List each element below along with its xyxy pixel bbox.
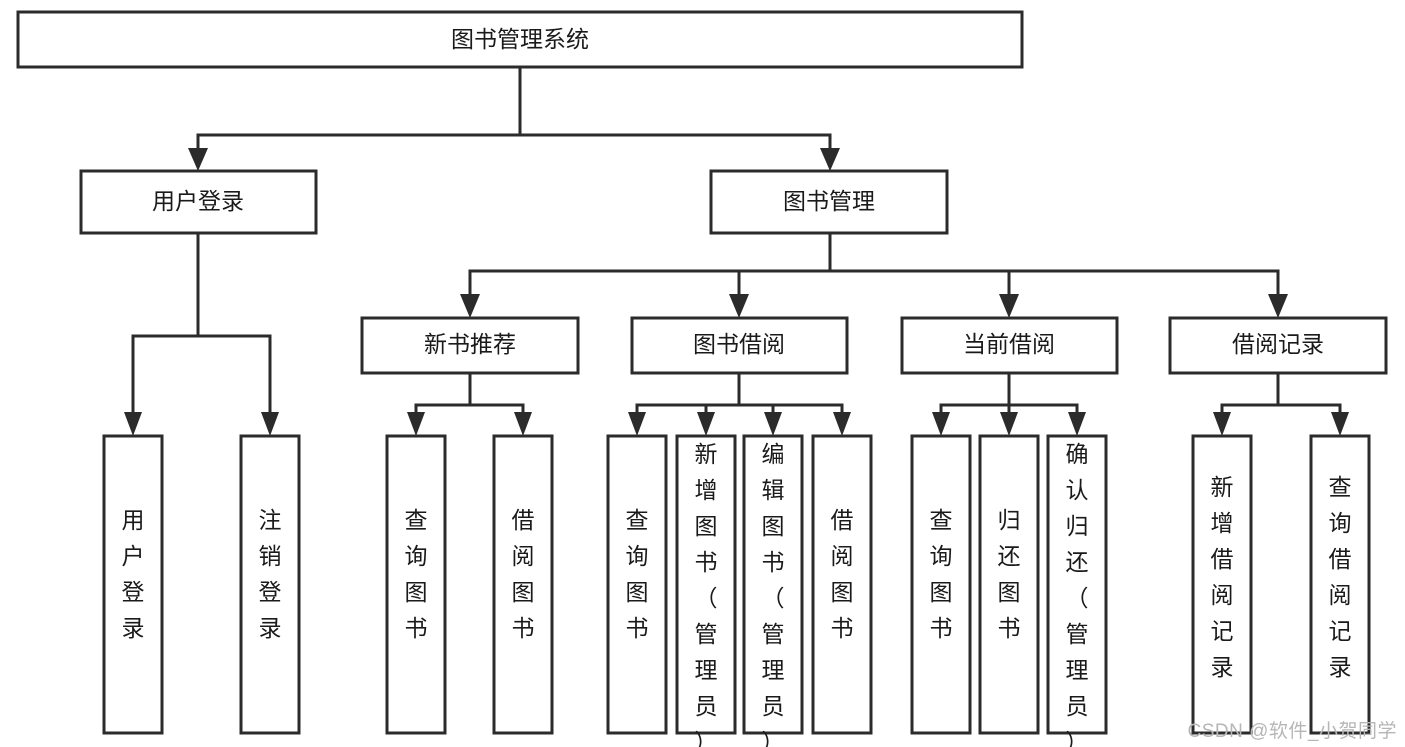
node-leaf-user-login-login[interactable]: 用户登录 <box>102 434 164 735</box>
node-book-borrow[interactable]: 图书借阅 <box>630 316 849 375</box>
node-leaf-box <box>910 434 972 735</box>
node-user-login[interactable]: 用户登录 <box>79 169 318 235</box>
node-leaf-borrow-add-book[interactable]: 新增图书（管理员） <box>675 434 737 747</box>
node-leaf-recommend-query-book[interactable]: 查询图书 <box>385 434 447 735</box>
arrow-head-icon <box>261 412 279 436</box>
node-leaf-label: 编辑图书（管理员） <box>762 441 785 747</box>
arrow-head-icon <box>1331 412 1349 436</box>
node-leaf-label: 注销登录 <box>259 507 282 641</box>
node-root-box <box>16 10 1024 69</box>
node-leaf-record-add-record[interactable]: 新增借阅记录 <box>1191 434 1253 735</box>
node-leaf-borrow-borrow-book[interactable]: 借阅图书 <box>811 434 873 735</box>
node-new-book-recommend-label: 新书推荐 <box>424 331 516 357</box>
node-leaf-box <box>742 434 804 735</box>
node-leaf-label: 借阅图书 <box>512 507 535 641</box>
node-leaf-box <box>492 434 554 735</box>
node-borrow-record-label: 借阅记录 <box>1232 331 1324 357</box>
arrow-head-icon <box>1068 412 1086 436</box>
arrow-head-icon <box>124 412 142 436</box>
node-leaf-label: 查询借阅记录 <box>1329 474 1352 680</box>
node-leaf-box <box>1191 434 1253 735</box>
node-leaf-box <box>811 434 873 735</box>
node-borrow-record[interactable]: 借阅记录 <box>1168 316 1388 375</box>
node-leaf-box <box>1309 434 1371 735</box>
node-leaf-label: 新增图书（管理员） <box>695 441 718 747</box>
node-root-label: 图书管理系统 <box>451 26 589 52</box>
node-leaf-label: 新增借阅记录 <box>1211 474 1234 680</box>
node-leaf-label: 用户登录 <box>122 507 145 641</box>
node-leaf-box <box>102 434 164 735</box>
node-leaf-label: 查询图书 <box>930 507 953 641</box>
node-current-borrow-box <box>900 316 1119 375</box>
node-new-book-recommend-box <box>360 316 580 375</box>
arrow-head-icon <box>188 148 208 171</box>
arrow-head-icon <box>932 412 950 436</box>
node-leaf-box <box>1046 434 1108 735</box>
node-leaf-box <box>385 434 447 735</box>
node-leaf-box <box>239 434 301 735</box>
node-leaf-label: 确认归还（管理员） <box>1066 441 1089 747</box>
arrow-head-icon <box>729 294 749 318</box>
node-leaf-box <box>978 434 1040 735</box>
arrow-head-icon <box>628 412 646 436</box>
arrow-head-icon <box>833 412 851 436</box>
node-leaf-box <box>675 434 737 735</box>
arrow-head-icon <box>1268 294 1288 318</box>
node-leaf-record-query-record[interactable]: 查询借阅记录 <box>1309 434 1371 735</box>
node-leaf-user-login-logout[interactable]: 注销登录 <box>239 434 301 735</box>
node-user-login-label: 用户登录 <box>152 188 244 214</box>
arrow-head-icon <box>820 148 840 171</box>
node-root-system[interactable]: 图书管理系统 <box>16 10 1024 69</box>
node-leaf-label: 查询图书 <box>405 507 428 641</box>
node-book-borrow-box <box>630 316 849 375</box>
arrow-head-icon <box>1000 412 1018 436</box>
node-leaf-borrow-query-book[interactable]: 查询图书 <box>606 434 668 735</box>
node-current-borrow[interactable]: 当前借阅 <box>900 316 1119 375</box>
node-book-manage-box <box>709 169 949 235</box>
connector-layer <box>124 65 1349 436</box>
arrow-head-icon <box>999 294 1019 318</box>
node-leaf-box <box>606 434 668 735</box>
arrow-head-icon <box>460 294 480 318</box>
node-leaf-recommend-borrow-book[interactable]: 借阅图书 <box>492 434 554 735</box>
node-leaf-current-return-book[interactable]: 归还图书 <box>978 434 1040 735</box>
arrow-head-icon <box>514 412 532 436</box>
node-leaf-current-query-book[interactable]: 查询图书 <box>910 434 972 735</box>
arrow-head-icon <box>407 412 425 436</box>
node-current-borrow-label: 当前借阅 <box>963 331 1055 357</box>
arrow-head-icon <box>697 412 715 436</box>
node-leaf-label: 借阅图书 <box>831 507 854 641</box>
arrow-head-icon <box>1213 412 1231 436</box>
node-leaf-label: 查询图书 <box>626 507 649 641</box>
node-user-login-box <box>79 169 318 235</box>
node-leaf-borrow-edit-book[interactable]: 编辑图书（管理员） <box>742 434 804 747</box>
node-new-book-recommend[interactable]: 新书推荐 <box>360 316 580 375</box>
node-borrow-record-box <box>1168 316 1388 375</box>
node-book-borrow-label: 图书借阅 <box>693 331 785 357</box>
node-book-manage-label: 图书管理 <box>783 188 875 214</box>
node-leaf-current-confirm-return[interactable]: 确认归还（管理员） <box>1046 434 1108 747</box>
node-leaf-label: 归还图书 <box>998 507 1021 641</box>
arrow-head-icon <box>764 412 782 436</box>
node-book-manage[interactable]: 图书管理 <box>709 169 949 235</box>
